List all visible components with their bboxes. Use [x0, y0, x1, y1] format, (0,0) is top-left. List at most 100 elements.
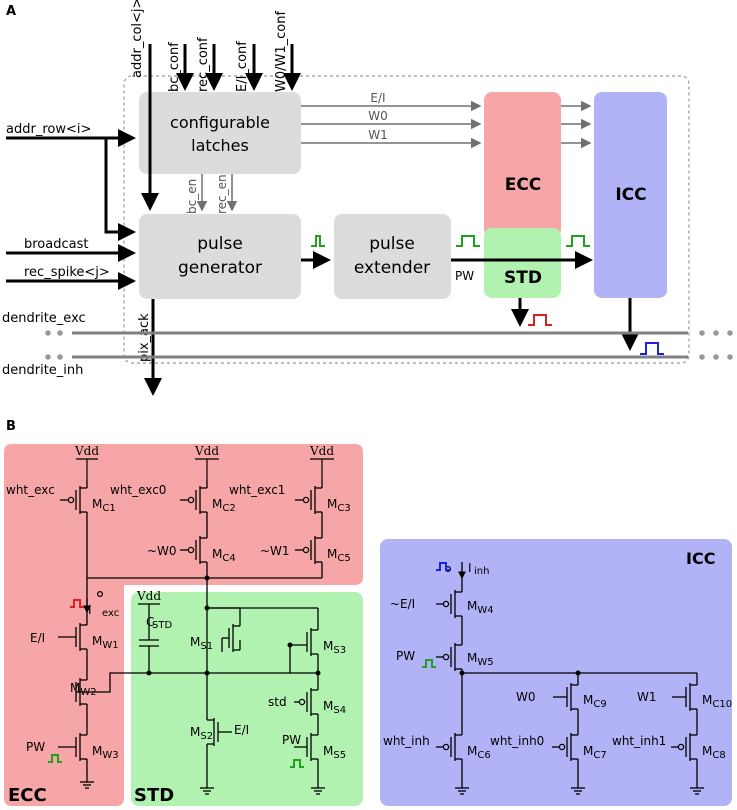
pulse-generator-block [139, 214, 301, 299]
ecc-block-label: ECC [505, 175, 542, 195]
mc7-label: C7 [593, 750, 606, 761]
mc4-label: C4 [222, 553, 235, 564]
w-conf-label: W0/W1_conf [274, 11, 289, 92]
svg-text:I: I [88, 603, 92, 617]
bc-en-label: bc_en [185, 179, 199, 214]
w1-signal-label: W1 [368, 128, 388, 142]
mc10-label: C10 [712, 699, 732, 710]
w0-signal-label: W0 [368, 109, 388, 123]
pixel-boundary [123, 75, 690, 364]
panel-b-label: B [6, 419, 16, 434]
broadcast-label: broadcast [24, 237, 88, 252]
ei-signal-label: E/I [370, 91, 385, 105]
rec-spike-label: rec_spike<j> [24, 265, 110, 280]
addr-col-label: addr_col<j> [130, 0, 145, 78]
wht-exc0-label: wht_exc0 [110, 483, 166, 497]
ecc-region-label: ECC [8, 785, 47, 806]
ms4-label: S4 [333, 705, 346, 716]
bc-conf-label: bc_conf [167, 42, 182, 92]
not-w1-label: ~W1 [260, 544, 290, 558]
extended-pulse-icon [456, 235, 480, 247]
icc-block-label: ICC [615, 185, 646, 205]
mw1-label: W1 [102, 640, 118, 651]
mw5-label: W5 [477, 657, 493, 668]
mw2-label: W2 [80, 687, 96, 698]
std-ei-label: E/I [234, 723, 249, 737]
std-output-pulse-icon [566, 235, 590, 247]
pulse-extender-block [334, 214, 451, 299]
wht-inh-label: wht_inh [383, 734, 430, 748]
icc-region-label: ICC [686, 549, 715, 568]
ei-conf-label: E/I_conf [235, 41, 250, 92]
exc-pulse-icon-b [70, 599, 84, 608]
ecc-circuit-region [4, 444, 363, 806]
panel-b: B ECC STD ICC Vdd Vdd Vdd Vdd [4, 419, 732, 806]
std-block-label: STD [504, 268, 542, 288]
mc1-label: C1 [102, 503, 115, 514]
ecc-pw-pulse-icon [48, 754, 62, 763]
pw-label: PW [455, 269, 474, 283]
latches-label-line1: configurable [170, 113, 270, 132]
mc5-label: C5 [337, 553, 350, 564]
wht-exc1-label: wht_exc1 [229, 483, 285, 497]
pulse-generator-label-line1: pulse [197, 234, 243, 254]
ms3-label: S3 [333, 645, 346, 656]
icc-w0-label: W0 [516, 690, 536, 704]
vdd-label-1: Vdd [74, 444, 99, 458]
mc8-label: C8 [712, 750, 725, 761]
dendrite-inh-label: dendrite_inh [2, 363, 83, 378]
ecc-pw-label: PW [26, 740, 45, 754]
cstd-label: STD [152, 620, 172, 631]
vdd-label-4: Vdd [136, 589, 161, 603]
latches-label-line2: latches [191, 136, 249, 155]
panel-a: A ECC STD ICC configurable latches pulse… [2, 0, 733, 396]
pulse-extender-label-line2: extender [354, 258, 430, 278]
std-block [484, 228, 561, 298]
iexc-label: exc [102, 608, 119, 619]
vdd-label-2: Vdd [194, 444, 219, 458]
pix-ack-label: pix_ack [137, 313, 152, 362]
std-signal-label: std [268, 695, 287, 709]
ecc-block [484, 92, 561, 237]
wht-inh0-label: wht_inh0 [490, 734, 544, 748]
ms1-label: S1 [200, 641, 213, 652]
pulse-generator-label-line2: generator [178, 258, 262, 278]
std-pw-label: PW [282, 733, 301, 747]
icc-block [594, 92, 667, 298]
continuation-dots [45, 330, 733, 360]
iinh-label: inh [474, 566, 489, 577]
ecc-ei-label: E/I [30, 631, 45, 645]
svg-text:I: I [468, 561, 472, 575]
std-region-label: STD [134, 785, 174, 806]
vdd-label-3: Vdd [309, 444, 334, 458]
ms5-label: S5 [333, 750, 346, 761]
dendrite-exc-label: dendrite_exc [2, 311, 86, 326]
wht-inh1-label: wht_inh1 [612, 734, 666, 748]
std-pw-pulse-icon [290, 759, 304, 768]
ground-symbols [80, 781, 704, 795]
mc2-label: C2 [222, 503, 235, 514]
exc-pulse-icon [528, 314, 552, 326]
icc-pw-pulse-icon [422, 659, 436, 668]
mc3-label: C3 [337, 503, 350, 514]
configurable-latches-block [139, 92, 301, 174]
mc9-label: C9 [593, 699, 606, 710]
mc6-label: C6 [477, 750, 490, 761]
not-w0-label: ~W0 [147, 544, 177, 558]
rec-en-label: rec_en [215, 174, 229, 214]
mw4-label: W4 [477, 605, 493, 616]
wht-exc-label: wht_exc [6, 483, 55, 497]
pulse-extender-label-line1: pulse [369, 234, 415, 254]
inh-pulse-icon-b [436, 562, 450, 571]
rec-conf-label: rec_conf [196, 37, 211, 92]
short-pulse-icon [311, 235, 325, 247]
svg-text:C: C [146, 615, 154, 629]
mw3-label: W3 [102, 750, 118, 761]
addr-row-label: addr_row<i> [6, 122, 91, 137]
ms2-label: S2 [200, 731, 213, 742]
inh-pulse-icon [640, 342, 664, 355]
icc-pw-label: PW [396, 649, 415, 663]
not-ei-label: ~E/I [390, 597, 415, 611]
icc-w1-label: W1 [637, 690, 657, 704]
